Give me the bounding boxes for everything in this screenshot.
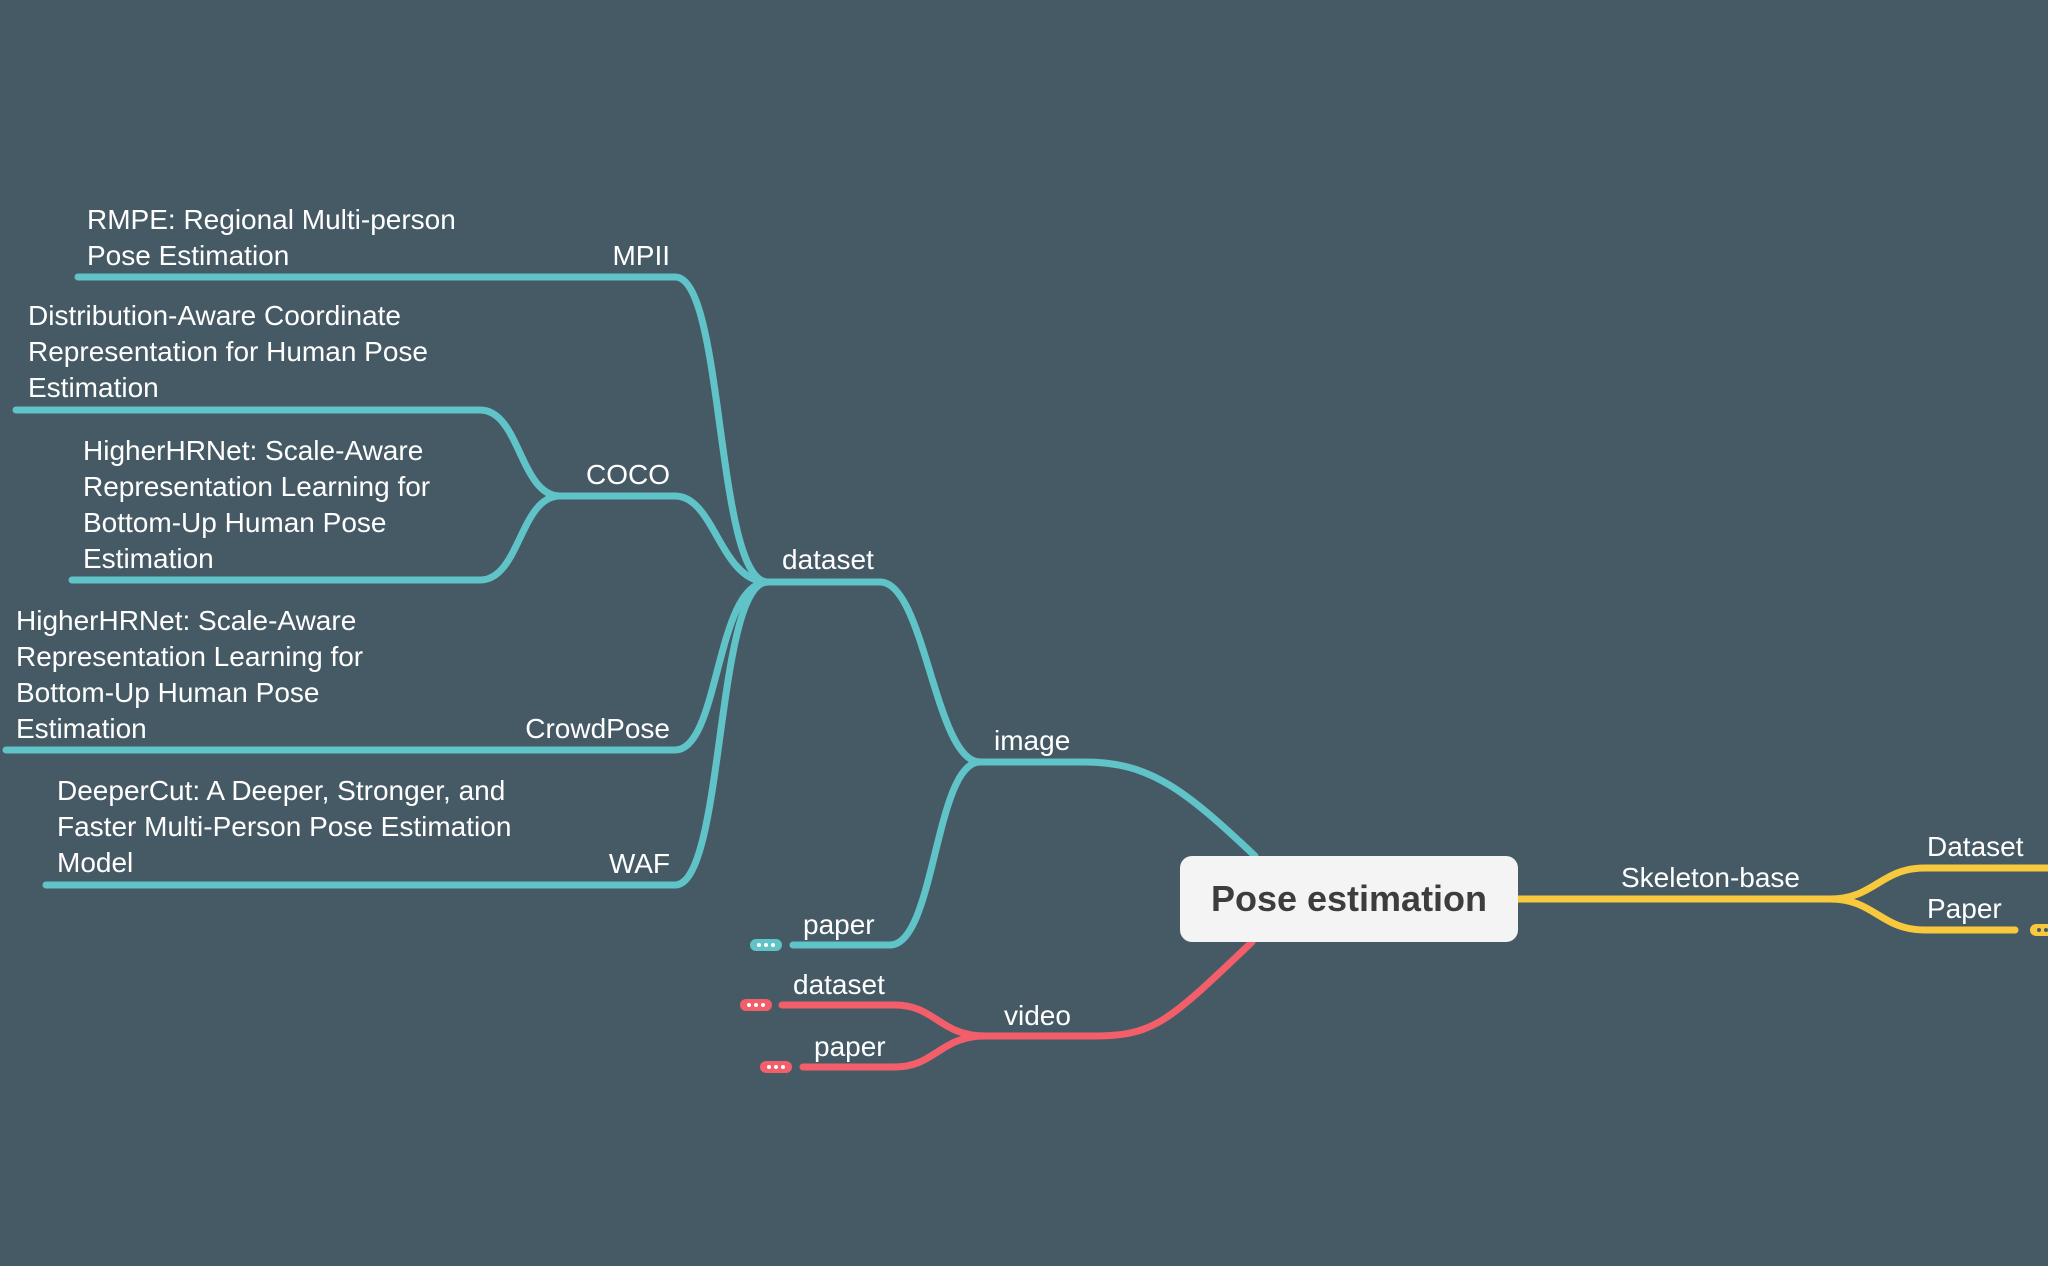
- line-skeleton-paper: [1826, 895, 2019, 934]
- collapsed-ellipsis-icon[interactable]: [2030, 924, 2048, 936]
- paper-rmpe: RMPE: Regional Multi-person Pose Estimat…: [87, 204, 456, 271]
- collapsed-ellipsis-icon[interactable]: [750, 939, 782, 951]
- topic-coco[interactable]: COCO: [586, 459, 670, 490]
- topic-image-dataset[interactable]: dataset: [782, 544, 874, 575]
- topic-skeleton-dataset[interactable]: Dataset: [1927, 831, 2024, 862]
- line-central-video: [1091, 938, 1256, 1040]
- topic-skeleton-paper[interactable]: Paper: [1927, 893, 2002, 924]
- line-dataset-coco: [671, 492, 772, 586]
- line-coco-paper-2: [68, 492, 564, 584]
- line-dataset-crowdpose: [671, 578, 772, 754]
- topic-video-paper[interactable]: paper: [814, 1031, 886, 1062]
- line-coco-paper-1: [12, 406, 564, 500]
- line-image-dataset: [876, 578, 984, 766]
- paper-deepercut: DeeperCut: A Deeper, Stronger, and Faste…: [57, 775, 512, 878]
- line-dataset-waf: [671, 578, 772, 889]
- topic-waf[interactable]: WAF: [608, 848, 670, 879]
- topic-image-paper[interactable]: paper: [803, 909, 875, 940]
- collapsed-ellipsis-icon[interactable]: [740, 999, 772, 1011]
- topic-skeleton-base[interactable]: Skeleton-base: [1621, 862, 1801, 893]
- paper-higherhrnet-coco: HigherHRNet: Scale-Aware Representation …: [83, 435, 431, 574]
- collapsed-ellipsis-icon[interactable]: [760, 1061, 792, 1073]
- line-central-image: [1081, 758, 1259, 860]
- paper-higherhrnet-crowdpose: HigherHRNet: Scale-Aware Representation …: [16, 605, 364, 744]
- line-video-paper: [799, 1032, 989, 1071]
- topic-video[interactable]: video: [1004, 1000, 1071, 1031]
- line-dataset-mpii: [671, 273, 772, 586]
- line-image-paper: [886, 758, 984, 949]
- topic-image[interactable]: image: [994, 725, 1071, 756]
- topic-crowdpose[interactable]: CrowdPose: [525, 713, 670, 744]
- topic-video-dataset[interactable]: dataset: [793, 969, 885, 1000]
- central-topic[interactable]: Pose estimation: [1180, 856, 1518, 942]
- paper-distribution-aware: Distribution-Aware Coordinate Representa…: [28, 300, 428, 403]
- topic-mpii[interactable]: MPII: [612, 240, 670, 271]
